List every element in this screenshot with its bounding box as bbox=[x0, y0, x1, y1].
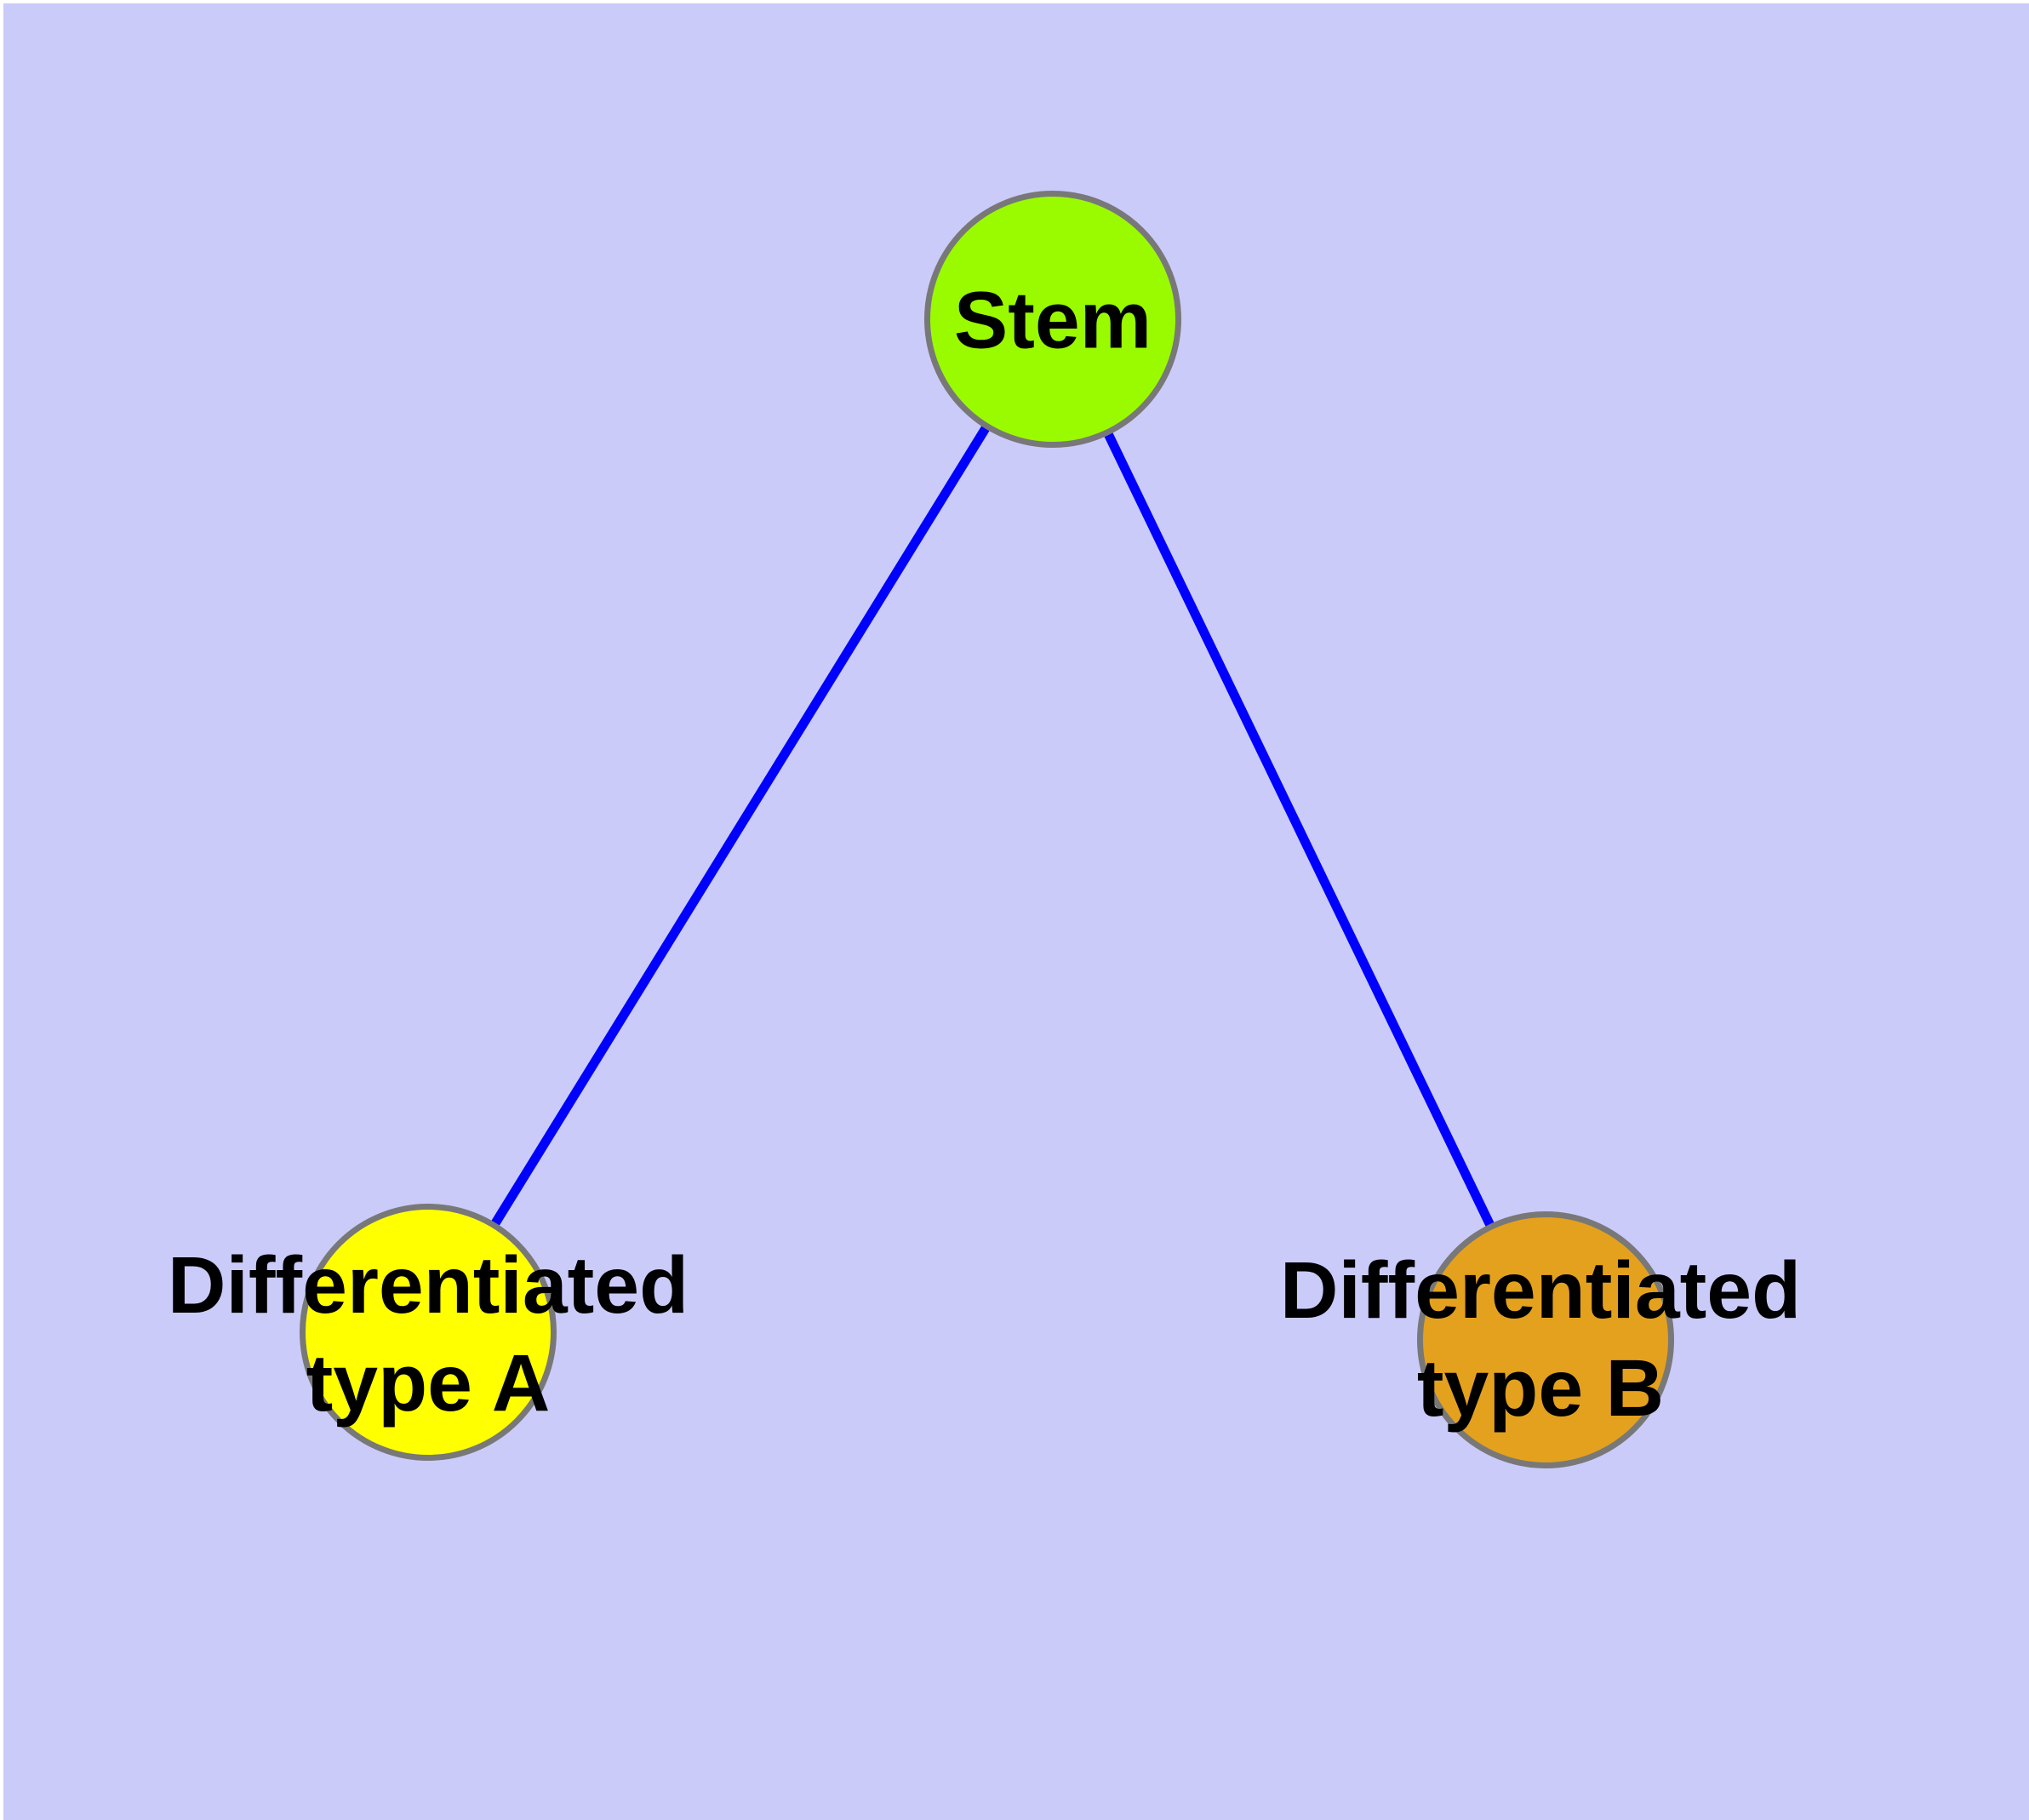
edge-stem-to-type-b bbox=[1049, 317, 1550, 1342]
type-b-label-line1: Differentiated bbox=[1279, 1245, 1802, 1336]
differentiated-type-a-node-label: Differentiated type A bbox=[168, 1237, 689, 1433]
differentiated-type-b-node bbox=[1417, 1211, 1674, 1468]
differentiated-type-b-node-label: Differentiated type B bbox=[1280, 1242, 1801, 1438]
type-a-label-line1: Differentiated bbox=[167, 1240, 689, 1331]
type-b-label-line2: type B bbox=[1416, 1343, 1665, 1434]
type-a-label-line2: type A bbox=[306, 1338, 551, 1428]
stem-node bbox=[924, 191, 1181, 448]
edge-stem-to-type-a bbox=[424, 317, 1057, 1335]
differentiated-type-a-node bbox=[300, 1204, 557, 1461]
stem-node-label: Stem bbox=[953, 275, 1152, 366]
